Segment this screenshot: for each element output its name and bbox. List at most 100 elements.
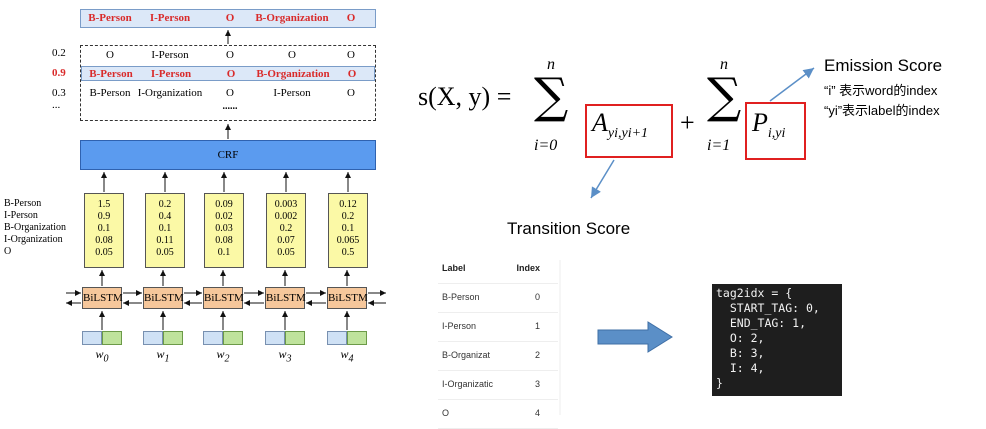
input-embedding-part: [82, 331, 102, 345]
candidate-tag: I-Person: [273, 87, 311, 99]
candidate-tag: O: [347, 87, 355, 99]
sum1-symbol: ∑: [534, 68, 569, 124]
code-line: I: 4,: [716, 361, 765, 375]
input-embedding-part: [223, 331, 243, 345]
input-embedding-part: [347, 331, 367, 345]
input-embedding-part: [203, 331, 223, 345]
emission-note-label: “yi”表示label的index: [824, 103, 940, 118]
score-formula: s(X, y) =: [418, 82, 511, 112]
bilstm-cell: BiLSTM: [82, 287, 123, 309]
best-tag: I-Person: [149, 12, 191, 24]
best-tag: B-Person: [88, 12, 132, 24]
bilstm-cell: BiLSTM: [203, 287, 244, 309]
candidate-paths-box: O I-Person O O O B-Person I-Person O B-O…: [80, 45, 376, 121]
header-index: Index: [516, 263, 540, 273]
ellipsis-left: ...: [52, 99, 61, 111]
input-embedding-part: [327, 331, 347, 345]
sum2-lower: i=1: [707, 137, 731, 154]
path-score: 0.2: [52, 47, 66, 59]
path-score: 0.3: [52, 87, 66, 99]
input-embedding-part: [265, 331, 285, 345]
bilstm-cell: BiLSTM: [143, 287, 184, 309]
tag2idx-code-block: tag2idx = { START_TAG: 0, END_TAG: 1, O:…: [712, 284, 842, 396]
candidate-tag: B-Person: [89, 87, 131, 99]
crf-layer: CRF: [80, 140, 376, 170]
input-word: w1: [156, 347, 170, 365]
candidate-row: O I-Person O O O: [81, 48, 375, 63]
candidate-tag: O: [226, 49, 234, 61]
best-tag: B-Organization: [255, 12, 329, 24]
candidate-tag: O: [226, 68, 236, 80]
emission-highlight-box: [745, 102, 806, 160]
sum1-upper: n: [547, 56, 555, 73]
sum2-upper: n: [720, 56, 728, 73]
legend-label: B-Organization: [4, 222, 67, 233]
code-line: }: [716, 376, 723, 390]
best-tag: O: [225, 12, 235, 24]
candidate-tag: O: [347, 68, 357, 80]
formula-plus: +: [680, 108, 695, 137]
code-line: END_TAG: 1,: [716, 316, 807, 330]
ellipsis-center: ......: [222, 101, 238, 112]
code-line: B: 3,: [716, 346, 765, 360]
candidate-tag: O: [226, 87, 234, 99]
bilstm-cell: BiLSTM: [265, 287, 306, 309]
candidate-tag: I-Organization: [137, 87, 203, 99]
input-embedding-part: [285, 331, 305, 345]
table-header: Label Index: [438, 255, 558, 284]
mapping-block-arrow: [597, 321, 673, 353]
input-embedding-part: [102, 331, 122, 345]
candidate-row: B-Person I-Organization O I-Person O: [81, 86, 375, 101]
best-path-row: B-Person I-Person O B-Organization O: [80, 9, 376, 28]
legend-label: I-Person: [4, 210, 38, 221]
transition-score-title: Transition Score: [507, 219, 631, 238]
legend-label: I-Organization: [4, 234, 63, 245]
transition-highlight-box: [585, 104, 673, 158]
formula-lhs: s(X, y) =: [418, 82, 512, 111]
input-word: w4: [340, 347, 354, 365]
candidate-tag: O: [106, 49, 114, 61]
candidate-tag: O: [288, 49, 296, 61]
input-embedding-part: [163, 331, 183, 345]
crf-label: CRF: [217, 149, 239, 161]
emission-pointer-arrow: [769, 67, 815, 102]
path-score-best: 0.9: [52, 67, 66, 79]
input-word: w0: [95, 347, 109, 365]
legend-label: O: [4, 246, 12, 257]
candidate-tag: I-Person: [150, 68, 192, 80]
code-line: START_TAG: 0,: [716, 301, 820, 315]
input-word: w3: [278, 347, 292, 365]
emission-score-title: Emission Score: [824, 56, 943, 75]
candidate-tag: I-Person: [151, 49, 189, 61]
sum2-symbol: ∑: [707, 68, 742, 124]
best-tag: O: [346, 12, 356, 24]
transition-pointer-arrow: [590, 159, 615, 199]
sum1-lower: i=0: [534, 137, 558, 154]
transition-term: Ayi,yi+1: [592, 108, 649, 142]
input-embedding-part: [143, 331, 163, 345]
code-line: tag2idx = {: [716, 286, 793, 300]
code-line: O: 2,: [716, 331, 765, 345]
vertical-arrows: [99, 30, 351, 330]
emission-note-word: “i” 表示word的index: [824, 83, 938, 98]
header-label: Label: [442, 263, 466, 273]
label-legend: B-Person I-Person B-Organization I-Organ…: [4, 198, 66, 258]
candidate-row-highlighted: B-Person I-Person O B-Organization O: [81, 66, 375, 81]
lstm-horizontal-arrows: [66, 290, 386, 306]
bilstm-cell: BiLSTM: [327, 287, 368, 309]
candidate-tag: B-Organization: [256, 68, 330, 80]
legend-label: B-Person: [4, 198, 42, 209]
candidate-tag: O: [347, 49, 355, 61]
input-word: w2: [216, 347, 230, 365]
